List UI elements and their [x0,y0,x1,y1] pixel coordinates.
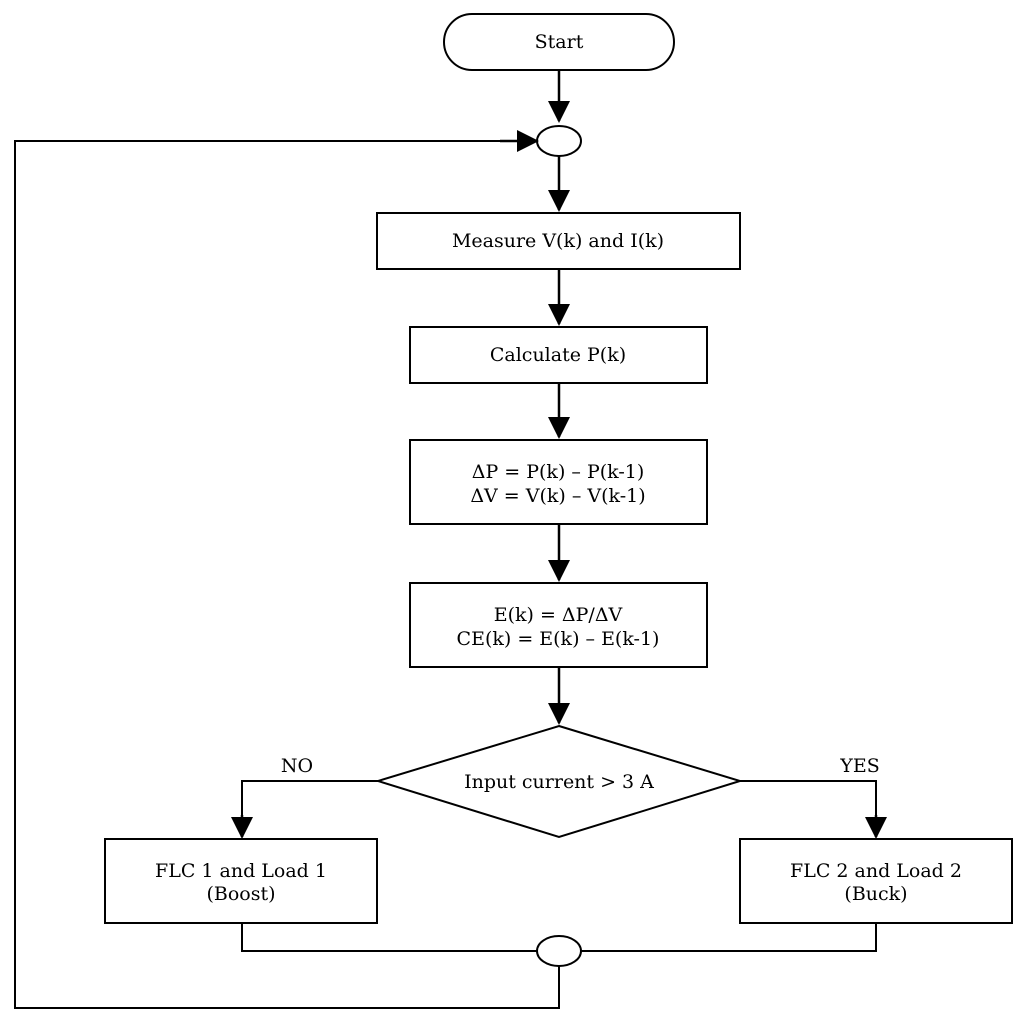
flc1-node: FLC 1 and Load 1 (Boost) [104,838,378,924]
calculate-node: Calculate P(k) [409,326,708,384]
no-branch-line [241,780,378,826]
flc1-mode: (Boost) [206,883,275,905]
delta-v-formula: ΔV = V(k) – V(k-1) [470,485,645,507]
yes-branch-label: YES [839,755,879,777]
decision-label: Input current > 3 A [464,771,654,793]
yes-branch-line [740,780,877,826]
top-connector [536,125,582,157]
change-error-formula: CE(k) = E(k) – E(k-1) [457,628,660,650]
calculate-label: Calculate P(k) [490,344,626,366]
measure-node: Measure V(k) and I(k) [376,212,741,270]
flc2-mode: (Buck) [844,883,907,905]
start-label: Start [535,31,584,53]
feedback-loop-line [14,140,560,1009]
decision-node: Input current > 3 A [374,724,744,839]
deltas-node: ΔP = P(k) – P(k-1) ΔV = V(k) – V(k-1) [409,439,708,525]
bottom-connector [536,935,582,967]
errors-node: E(k) = ΔP/ΔV CE(k) = E(k) – E(k-1) [409,582,708,668]
flc2-node: FLC 2 and Load 2 (Buck) [739,838,1013,924]
no-branch-label: NO [281,755,313,777]
error-formula: E(k) = ΔP/ΔV [494,604,623,626]
flc2-merge-line [581,923,877,952]
flc2-title: FLC 2 and Load 2 [790,860,962,882]
flc1-merge-line [241,923,537,952]
measure-label: Measure V(k) and I(k) [452,230,664,252]
flc1-title: FLC 1 and Load 1 [155,860,327,882]
delta-p-formula: ΔP = P(k) – P(k-1) [472,461,645,483]
start-node: Start [443,13,675,71]
